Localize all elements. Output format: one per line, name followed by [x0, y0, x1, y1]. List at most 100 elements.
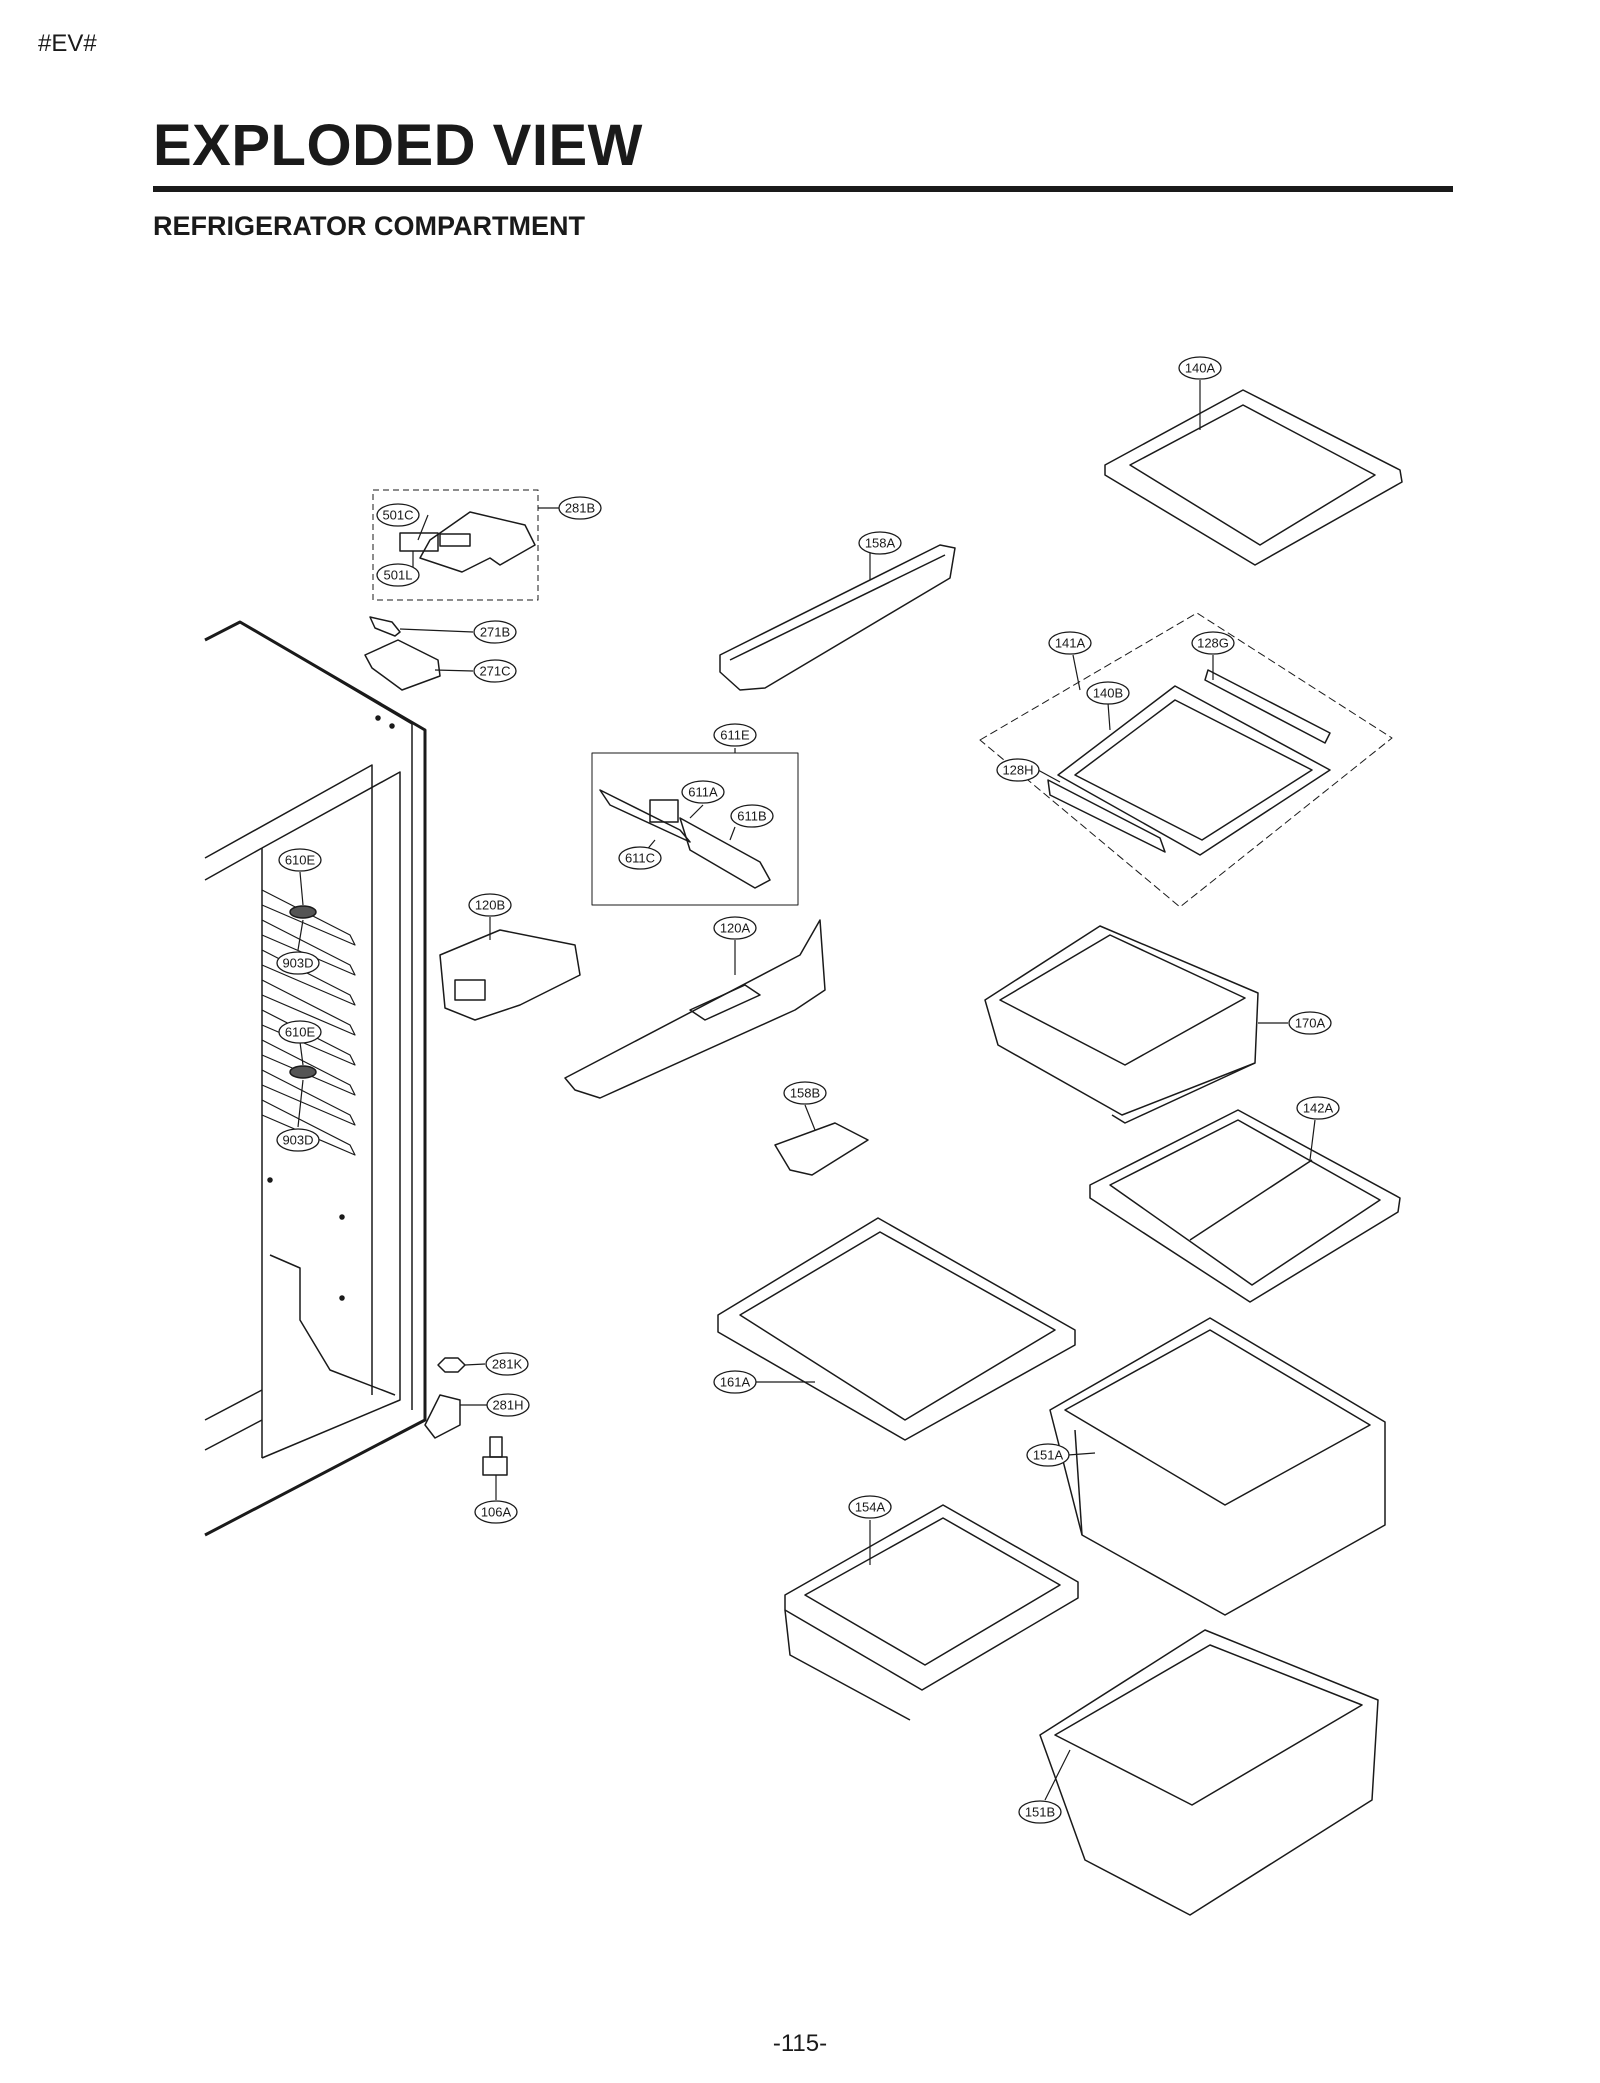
- document-tag: #EV#: [38, 30, 97, 57]
- callout-label: 281K: [492, 1357, 523, 1372]
- shelf-161a-drawing: [717, 1217, 1076, 1441]
- callout-label: 610E: [285, 853, 316, 868]
- callout-oval: [713, 916, 757, 940]
- callout-281b: 281B: [558, 496, 602, 520]
- page-subtitle: REFRIGERATOR COMPARTMENT: [153, 211, 585, 241]
- callout-label: 501C: [382, 508, 413, 523]
- callout-label: 142A: [1303, 1101, 1334, 1116]
- callout-oval: [1296, 1096, 1340, 1120]
- shelf-141a-drawing: [979, 612, 1393, 908]
- callout-151a: 151A: [1026, 1443, 1070, 1467]
- shelf-140a-drawing: [1104, 389, 1403, 566]
- callout-501l: 501L: [376, 563, 420, 587]
- callout-158a: 158A: [858, 531, 902, 555]
- callout-label: 281H: [492, 1398, 523, 1413]
- callout-oval: [486, 1393, 530, 1417]
- callout-label: 611E: [720, 728, 750, 743]
- crisper-151a-drawing: [1049, 1317, 1386, 1616]
- crisper-151b-drawing: [1039, 1629, 1379, 1916]
- callout-oval: [473, 620, 517, 644]
- callout-151b: 151B: [1018, 1800, 1062, 1824]
- callout-oval: [276, 1128, 320, 1152]
- lamp-assembly-drawing: [372, 489, 539, 601]
- callout-label: 161A: [720, 1375, 751, 1390]
- callout-oval: [485, 1352, 529, 1376]
- callout-oval: [1026, 1443, 1070, 1467]
- callout-271b: 271B: [473, 620, 517, 644]
- callout-141a: 141A: [1048, 631, 1092, 655]
- callout-128g: 128G: [1191, 631, 1235, 655]
- callout-label: 158B: [790, 1086, 820, 1101]
- callout-label: 151B: [1025, 1805, 1055, 1820]
- callout-142a: 142A: [1296, 1096, 1340, 1120]
- callout-903d: 903D: [276, 1128, 320, 1152]
- callout-oval: [473, 659, 517, 683]
- callout-label: 128H: [1002, 763, 1033, 778]
- title-rule: [153, 186, 1453, 192]
- callout-oval: [858, 531, 902, 555]
- callout-oval: [618, 846, 662, 870]
- crisper-cover-154a-drawing: [784, 1504, 1079, 1721]
- callout-610e: 610E: [278, 1020, 322, 1044]
- callout-label: 154A: [855, 1500, 886, 1515]
- callout-oval: [1018, 1800, 1062, 1824]
- callout-oval: [278, 848, 322, 872]
- callout-label: 106A: [481, 1505, 512, 1520]
- callout-154a: 154A: [848, 1495, 892, 1519]
- callout-501c: 501C: [376, 503, 420, 527]
- callout-106a: 106A: [474, 1500, 518, 1524]
- callout-oval: [730, 804, 774, 828]
- callout-label: 170A: [1295, 1016, 1326, 1031]
- bracket-drawing: [364, 616, 441, 691]
- callout-oval: [376, 503, 420, 527]
- callout-label: 120A: [720, 921, 751, 936]
- page-title: EXPLODED VIEW: [153, 113, 643, 178]
- callout-label: 611A: [688, 785, 718, 800]
- callout-611a: 611A: [681, 780, 725, 804]
- callout-label: 271B: [480, 625, 510, 640]
- callout-170a: 170A: [1288, 1011, 1332, 1035]
- control-module-drawing: [439, 929, 581, 1021]
- callout-label: 120B: [475, 898, 505, 913]
- callout-611b: 611B: [730, 804, 774, 828]
- duct-cover-drawing: [564, 919, 826, 1099]
- sensor-assembly-drawing: [591, 752, 799, 906]
- callout-label: 611B: [737, 809, 766, 824]
- callout-label: 611C: [625, 851, 655, 866]
- callout-label: 141A: [1055, 636, 1086, 651]
- callout-label: 128G: [1197, 636, 1229, 651]
- callout-label: 903D: [282, 956, 313, 971]
- callout-611e: 611E: [713, 723, 757, 747]
- callout-label: 140B: [1093, 686, 1123, 701]
- callout-oval: [558, 496, 602, 520]
- callout-161a: 161A: [713, 1370, 757, 1394]
- callout-oval: [1191, 631, 1235, 655]
- callout-oval: [1048, 631, 1092, 655]
- callout-oval: [474, 1500, 518, 1524]
- callout-281k: 281K: [485, 1352, 529, 1376]
- callout-label: 140A: [1185, 361, 1216, 376]
- callout-label: 903D: [282, 1133, 313, 1148]
- callout-label: 158A: [865, 536, 896, 551]
- callout-oval: [713, 1370, 757, 1394]
- callout-158b: 158B: [783, 1081, 827, 1105]
- callout-128h: 128H: [996, 758, 1040, 782]
- callout-140b: 140B: [1086, 681, 1130, 705]
- callout-oval: [276, 951, 320, 975]
- callout-281h: 281H: [486, 1393, 530, 1417]
- callout-611c: 611C: [618, 846, 662, 870]
- callout-label: 281B: [565, 501, 595, 516]
- refrigerator-cabinet-drawing: [204, 620, 427, 1537]
- callout-oval: [681, 780, 725, 804]
- small-cover-drawing: [774, 1122, 869, 1176]
- callout-label: 271C: [479, 664, 510, 679]
- callout-oval: [783, 1081, 827, 1105]
- callout-oval: [278, 1020, 322, 1044]
- callout-oval: [1086, 681, 1130, 705]
- callout-610e: 610E: [278, 848, 322, 872]
- callout-903d: 903D: [276, 951, 320, 975]
- leader-lines: [297, 380, 1316, 1801]
- callout-oval: [468, 893, 512, 917]
